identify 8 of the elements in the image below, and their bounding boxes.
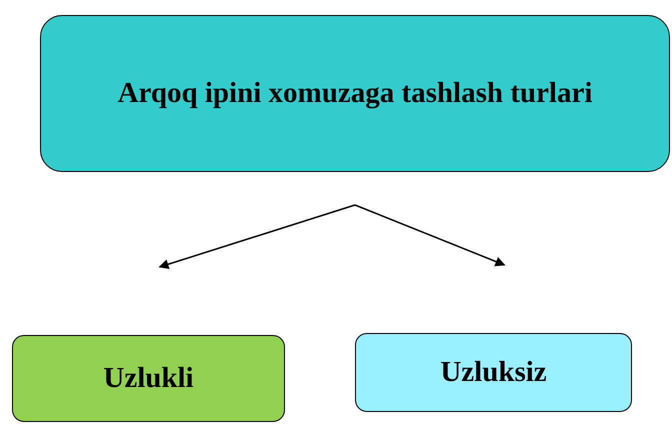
box-label: Uzlukli bbox=[103, 361, 194, 396]
process-box bbox=[12, 335, 285, 422]
box-label: Uzluksiz bbox=[440, 355, 547, 390]
arrow bbox=[158, 204, 356, 270]
arrow bbox=[354, 204, 506, 266]
box-label: Arqoq ipini xomuzaga tashlash turlari bbox=[118, 76, 592, 111]
process-box bbox=[40, 15, 670, 172]
process-box bbox=[355, 333, 632, 412]
